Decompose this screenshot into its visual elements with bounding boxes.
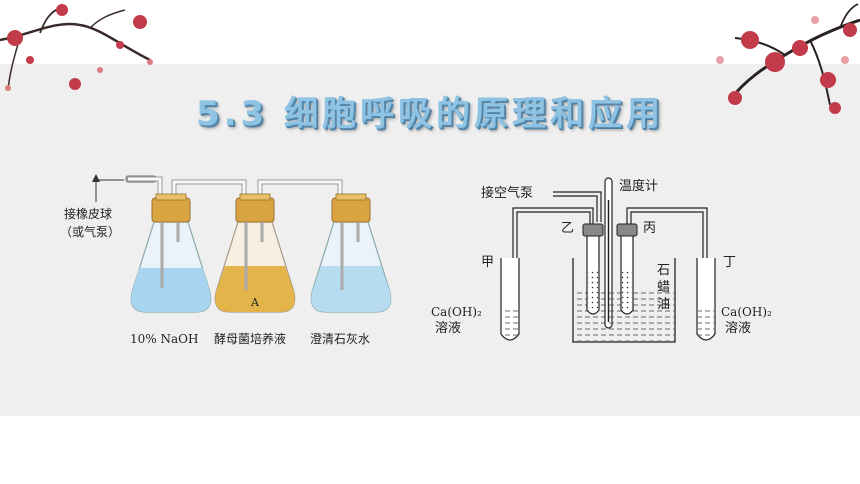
caption-naoh: 10% NaOH [130, 332, 198, 346]
pump-label: 接空气泵 [481, 185, 533, 201]
page-title: 5.3 细胞呼吸的原理和应用 [195, 94, 665, 134]
label-ding: 丁 [723, 255, 736, 270]
right-tube-label-formula: Ca(OH)₂ [721, 305, 772, 319]
limewater-flask [310, 193, 392, 313]
left-tube-label-formula: Ca(OH)₂ [431, 305, 482, 319]
paraffin-thermometer-apparatus-figure: 接空气泵 温度计 乙 丙 石 蜡 油 甲 丁 Ca(OH)₂ 溶液 Ca(OH [431, 177, 772, 343]
right-tube-label-solution: 溶液 [725, 321, 751, 336]
plum-blossom-top-right-decoration [716, 3, 860, 114]
label-yi: 乙 [561, 221, 574, 236]
paraffin-label-1: 石 [657, 263, 670, 278]
content-band [0, 64, 860, 416]
naoh-flask [130, 193, 212, 313]
label-jia: 甲 [481, 255, 494, 270]
three-flask-apparatus-figure: 接橡皮球 （或气泵） A 1 [60, 174, 392, 346]
yeast-culture-flask: A [214, 193, 296, 313]
paraffin-label-2: 蜡 [657, 280, 670, 295]
left-tube-label-solution: 溶液 [435, 321, 461, 336]
paraffin-label-3: 油 [657, 297, 670, 312]
caption-yeast-culture: 酵母菌培养液 [214, 331, 286, 346]
caption-limewater: 澄清石灰水 [310, 331, 370, 346]
label-bing: 丙 [643, 221, 656, 236]
bulb-label-line2: （或气泵） [60, 224, 120, 239]
plum-blossom-top-left-decoration [0, 4, 153, 91]
flask-a-label: A [250, 296, 260, 309]
thermometer-label: 温度计 [619, 178, 658, 194]
bulb-label-line1: 接橡皮球 [64, 206, 112, 221]
